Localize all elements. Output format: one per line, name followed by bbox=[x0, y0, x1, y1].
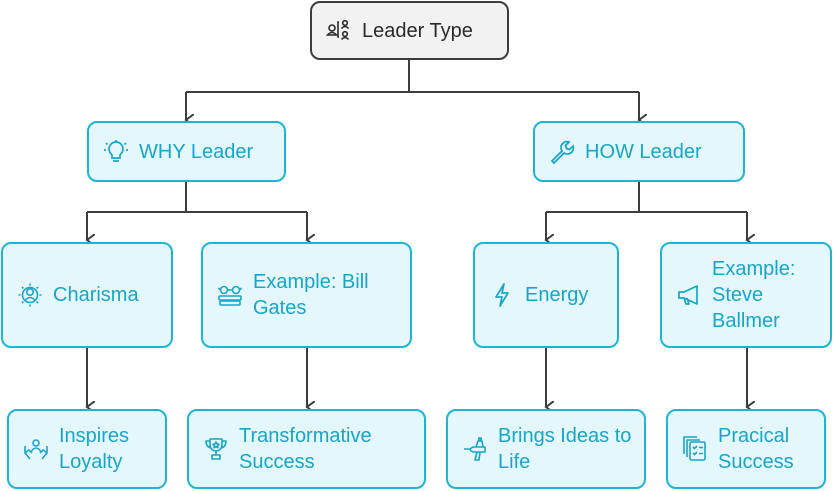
node-label: Pracical Success bbox=[718, 425, 794, 473]
node-leader-type[interactable]: Leader Type bbox=[310, 1, 509, 60]
trophy-icon bbox=[201, 434, 231, 464]
node-transformative-success[interactable]: Transformative Success bbox=[187, 409, 426, 489]
node-label: Inspires Loyalty bbox=[59, 425, 130, 473]
connector-how-split bbox=[546, 182, 747, 213]
megaphone-icon bbox=[674, 280, 704, 310]
airbrush-icon bbox=[460, 434, 490, 464]
node-label: Charisma bbox=[53, 284, 139, 306]
node-label: Brings Ideas to Life bbox=[498, 425, 632, 473]
node-label: Transformative Success bbox=[239, 425, 372, 473]
connector-root-split bbox=[186, 60, 639, 93]
node-inspires-loyalty[interactable]: Inspires Loyalty bbox=[7, 409, 167, 489]
node-example-steve-ballmer[interactable]: Example: Steve Ballmer bbox=[660, 242, 832, 348]
glasses-books-icon bbox=[215, 280, 245, 310]
node-label: Example: Steve Ballmer bbox=[712, 258, 796, 332]
lightbulb-icon bbox=[101, 137, 131, 167]
radiant-person-icon bbox=[15, 280, 45, 310]
node-label: Energy bbox=[525, 284, 589, 306]
lightning-bolt-icon bbox=[487, 280, 517, 310]
node-pracical-success[interactable]: Pracical Success bbox=[666, 409, 826, 489]
node-label: Example: Bill Gates bbox=[253, 271, 369, 319]
node-example-bill-gates[interactable]: Example: Bill Gates bbox=[201, 242, 412, 348]
node-why-leader[interactable]: WHY Leader bbox=[87, 121, 286, 182]
connector-why-split bbox=[87, 182, 307, 213]
node-brings-ideas-to-life[interactable]: Brings Ideas to Life bbox=[446, 409, 646, 489]
wrench-icon bbox=[547, 137, 577, 167]
node-label: Leader Type bbox=[362, 19, 473, 42]
team-hierarchy-icon bbox=[324, 16, 354, 46]
node-label: HOW Leader bbox=[585, 140, 702, 163]
node-label: WHY Leader bbox=[139, 140, 254, 163]
node-energy[interactable]: Energy bbox=[473, 242, 619, 348]
hands-person-icon bbox=[21, 434, 51, 464]
node-charisma[interactable]: Charisma bbox=[1, 242, 173, 348]
checklist-icon bbox=[680, 434, 710, 464]
node-how-leader[interactable]: HOW Leader bbox=[533, 121, 745, 182]
